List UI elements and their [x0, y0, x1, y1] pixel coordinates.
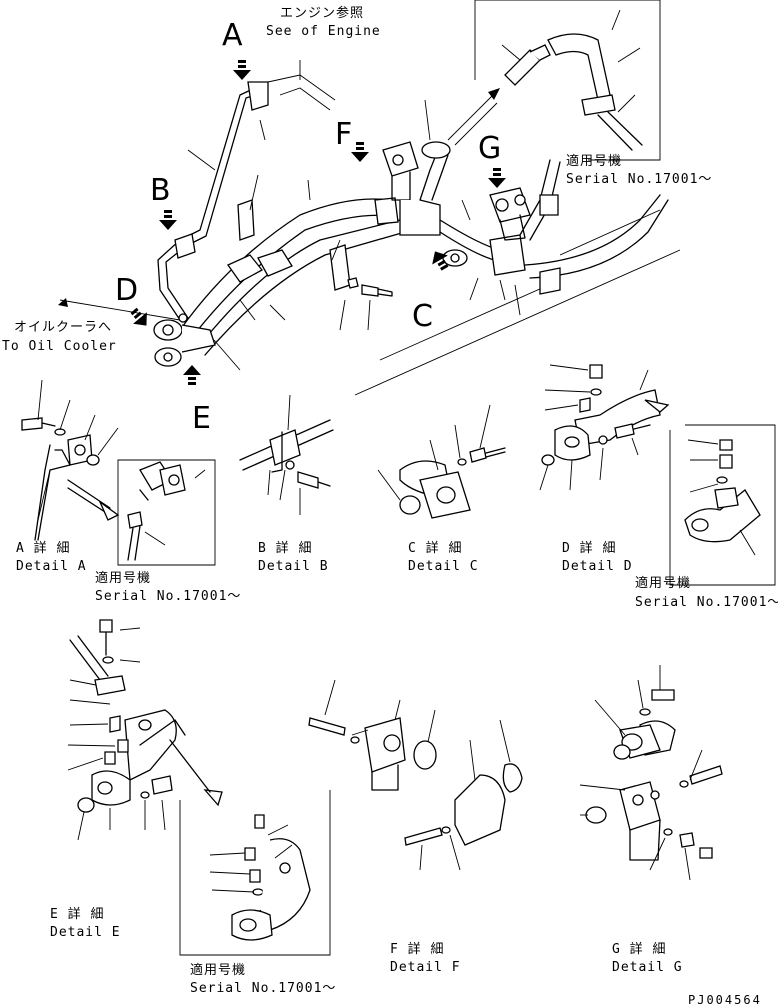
detail-c-jp: C 詳 細: [408, 540, 462, 556]
cooler-label-en: To Oil Cooler: [2, 339, 117, 354]
serial-d-jp: 適用号機: [635, 575, 691, 591]
main-assembly: [59, 60, 681, 396]
serial-e-en: Serial No.17001～: [190, 981, 336, 996]
serial-g-en: Serial No.17001～: [566, 172, 712, 187]
detail-b-en: Detail B: [258, 559, 329, 574]
callout-c: C: [412, 299, 433, 334]
detail-a-en: Detail A: [16, 559, 87, 574]
callout-g: G: [478, 131, 501, 166]
detail-c: C 詳 細 Detail C: [377, 404, 506, 574]
detail-d-jp: D 詳 細: [562, 540, 616, 556]
arrow-a-icon: [233, 60, 251, 80]
detail-a-jp: A 詳 細: [16, 540, 70, 556]
serial-a-jp: 適用号機: [95, 570, 151, 586]
detail-f-en: Detail F: [390, 960, 461, 975]
arrow-g-icon: [488, 168, 506, 188]
detail-g-jp: G 詳 細: [612, 941, 666, 957]
cooler-label-jp: オイルクーラへ: [14, 320, 112, 335]
serial-d-en: Serial No.17001～: [635, 595, 778, 610]
detail-c-en: Detail C: [408, 559, 479, 574]
inset-a-serial: [117, 459, 216, 566]
callout-d: D: [115, 273, 138, 308]
arrow-b-icon: [159, 210, 177, 230]
detail-e: E 詳 細 Detail E: [50, 619, 223, 940]
detail-d-en: Detail D: [562, 559, 633, 574]
detail-b: B 詳 細 Detail B: [239, 394, 334, 574]
arrow-d-icon: [126, 304, 154, 332]
arrow-e-icon: [183, 365, 201, 385]
callout-f: F: [335, 117, 352, 152]
detail-e-jp: E 詳 細: [50, 906, 104, 922]
detail-a: A 詳 細 Detail A: [16, 379, 120, 574]
detail-g-en: Detail G: [612, 960, 683, 975]
serial-g-jp: 適用号機: [566, 153, 622, 169]
detail-f: F 詳 細 Detail F: [308, 679, 523, 975]
inset-g-serial: [447, 0, 661, 161]
inset-d-serial: [669, 424, 776, 586]
serial-e-jp: 適用号機: [190, 962, 246, 978]
inset-e-serial: [179, 790, 331, 956]
detail-b-jp: B 詳 細: [258, 540, 312, 556]
detail-d: D 詳 細 Detail D: [539, 364, 670, 574]
engine-label-en: See of Engine: [266, 24, 381, 39]
serial-a-en: Serial No.17001～: [95, 589, 241, 604]
callout-a: A: [222, 18, 243, 53]
detail-f-jp: F 詳 細: [390, 941, 444, 957]
detail-g: G 詳 細 Detail G: [579, 665, 723, 975]
callout-e: E: [192, 401, 211, 436]
drawing-code: PJ004564: [688, 993, 762, 1007]
arrow-f-icon: [351, 142, 369, 162]
callout-b: B: [150, 173, 171, 208]
detail-e-en: Detail E: [50, 925, 121, 940]
engine-label-jp: エンジン参照: [280, 5, 364, 21]
